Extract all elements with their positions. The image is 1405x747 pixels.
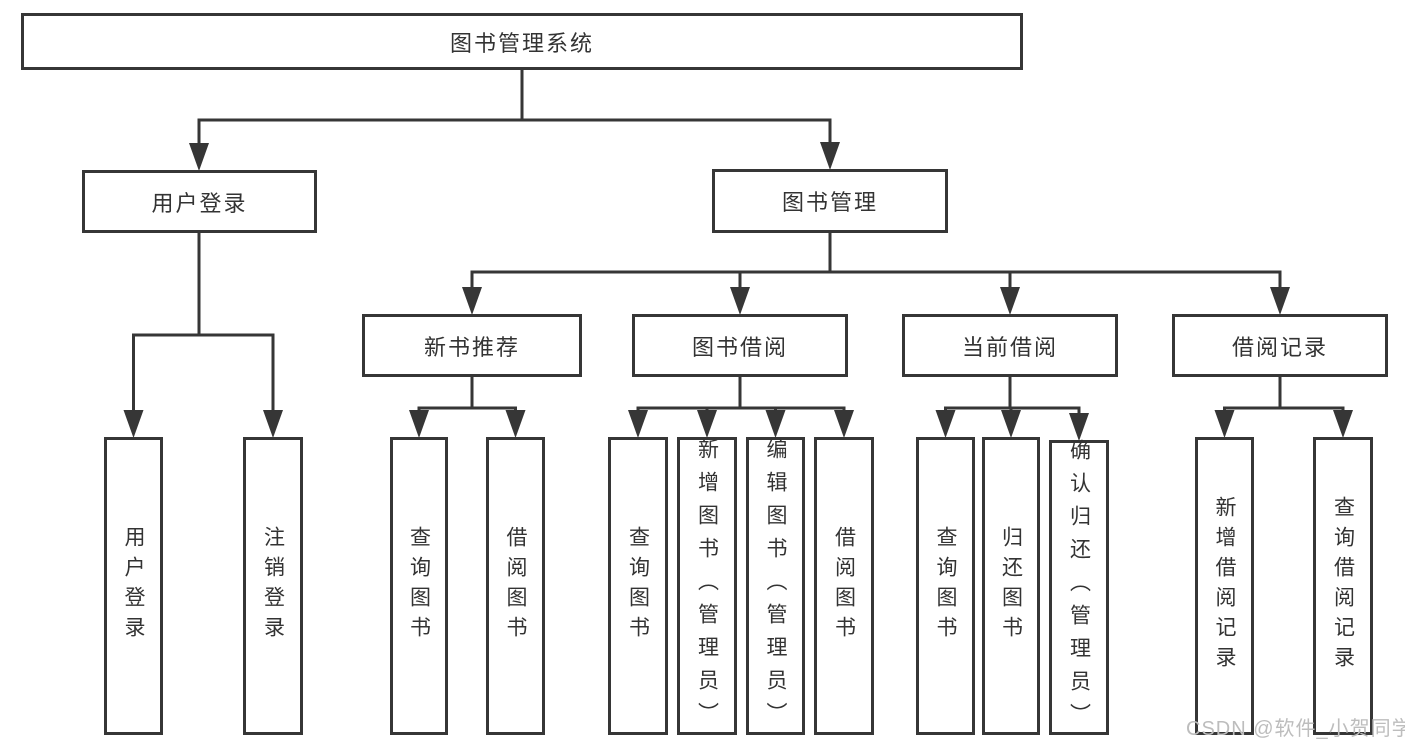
leaf-edit-books-admin: 编辑图书（管理员） <box>746 437 805 735</box>
leaf-logout: 注销登录 <box>243 437 303 735</box>
leaf-query-borrow-record: 查询借阅记录 <box>1313 437 1373 735</box>
leaf-confirm-return-admin: 确认归还（管理员） <box>1049 439 1109 736</box>
node-book-management: 图书管理 <box>712 169 948 233</box>
leaf-add-books-admin: 新增图书（管理员） <box>677 437 737 735</box>
connector-borrowrecord-to-leaves <box>1214 377 1353 438</box>
node-borrow-records: 借阅记录 <box>1172 314 1388 377</box>
leaf-add-borrow-record: 新增借阅记录 <box>1195 437 1254 735</box>
node-current-borrowing: 当前借阅 <box>902 314 1118 377</box>
leaf-query-books-3: 查询图书 <box>916 437 975 735</box>
connector-userlogin-to-leaves <box>123 233 283 438</box>
leaf-return-books: 归还图书 <box>982 437 1040 735</box>
connector-currentborrow-to-leaves <box>935 377 1089 441</box>
connector-bookborrow-to-leaves <box>628 377 854 438</box>
connector-bookmgmt-to-level3 <box>462 233 1290 315</box>
leaf-query-books-2: 查询图书 <box>608 437 668 735</box>
leaf-query-books-1: 查询图书 <box>390 437 448 735</box>
leaf-borrow-books-2: 借阅图书 <box>814 437 874 735</box>
leaf-user-login: 用户登录 <box>104 437 163 735</box>
csdn-watermark: CSDN @软件_小贺同学 <box>1186 718 1405 740</box>
node-new-book-recommend: 新书推荐 <box>362 314 582 377</box>
node-user-login: 用户登录 <box>82 170 317 233</box>
node-book-borrowing: 图书借阅 <box>632 314 848 377</box>
connector-newbook-to-leaves <box>409 377 526 438</box>
connector-root-to-level2 <box>189 70 840 171</box>
leaf-borrow-books-1: 借阅图书 <box>486 437 545 735</box>
node-library-system: 图书管理系统 <box>21 13 1023 70</box>
